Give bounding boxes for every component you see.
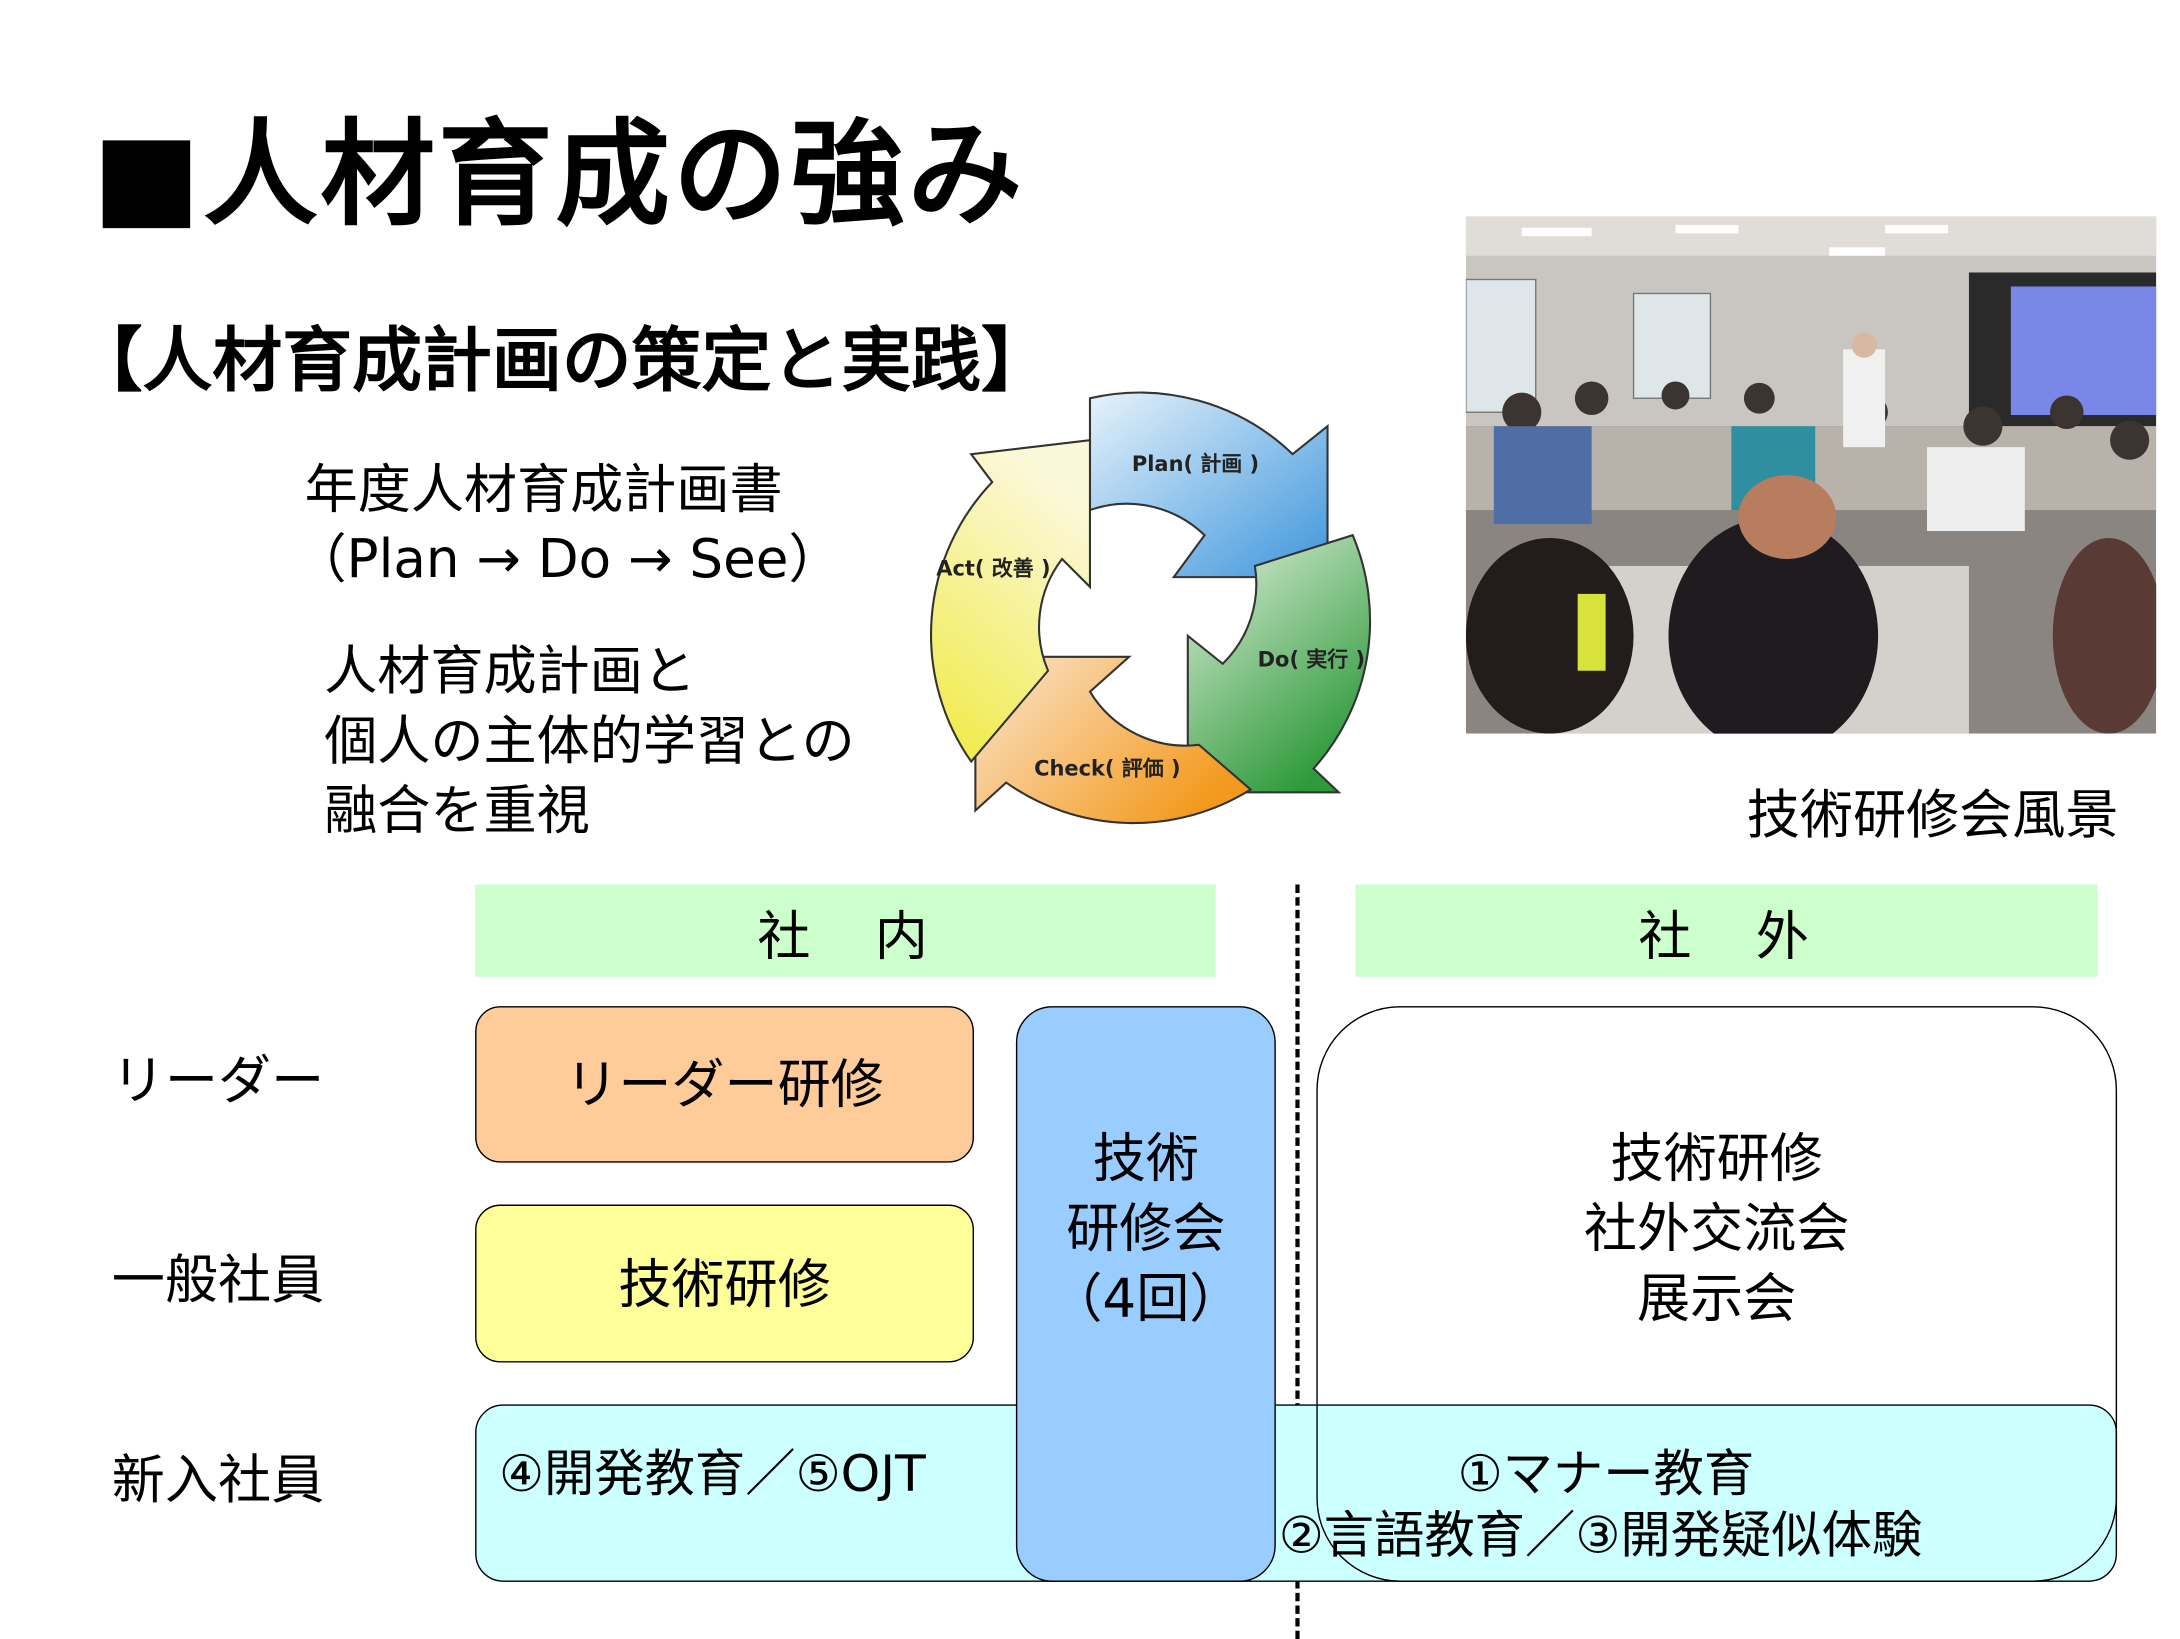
slide-title: ■人材育成の強み <box>92 108 1025 242</box>
plan-doc-line: （Plan → Do → See） <box>293 528 842 590</box>
divider-line <box>1295 884 1300 1639</box>
do-arrow <box>1186 533 1372 794</box>
new-external-text-1: ①マナー教育 <box>1457 1446 1755 1504</box>
tech-meeting-line: 研修会 <box>1066 1197 1226 1260</box>
external-box: 技術研修 社外交流会 展示会 <box>1316 1006 2118 1582</box>
tech-meeting-line: 技術 <box>1092 1127 1199 1190</box>
row-label-new: 新入社員 <box>111 1449 325 1511</box>
leader-training-box: リーダー研修 <box>475 1006 974 1163</box>
training-photo <box>1465 216 2157 734</box>
pdca-cycle-diagram: Plan( 計画 ) Do( 実行 ) Check( 評価 ) Act( 改善 … <box>929 391 1372 825</box>
slide-subtitle: 【人材育成計画の策定と実践】 <box>72 320 1051 402</box>
photo-caption: 技術研修会風景 <box>1746 783 2119 846</box>
tech-training-box: 技術研修 <box>475 1204 974 1363</box>
check-arrow <box>974 655 1253 825</box>
row-label-leader: リーダー <box>111 1049 325 1111</box>
fusion-line: 人材育成計画と <box>324 640 696 702</box>
tech-meeting-box: 技術 研修会 （4回） <box>1015 1006 1276 1582</box>
header-external: 社 外 <box>1355 884 2098 977</box>
external-line: 技術研修 <box>1610 1127 1823 1190</box>
plan-document-text: 年度人材育成計画書 （Plan → Do → See） <box>293 454 841 594</box>
new-internal-text: ④開発教育／⑤OJT <box>498 1446 926 1504</box>
check-label: Check( 評価 ) <box>1034 757 1181 781</box>
fusion-line: 個人の主体的学習との <box>324 709 855 772</box>
do-label: Do( 実行 ) <box>1258 648 1365 672</box>
external-line: 社外交流会 <box>1583 1197 1850 1260</box>
act-label: Act( 改善 ) <box>936 557 1050 581</box>
plan-arrow <box>1088 391 1329 579</box>
tech-meeting-line: （4回） <box>1049 1267 1243 1329</box>
row-label-general: 一般社員 <box>111 1249 325 1311</box>
act-arrow <box>929 439 1092 764</box>
plan-label: Plan( 計画 ) <box>1132 452 1259 476</box>
plan-doc-line: 年度人材育成計画書 <box>304 458 783 520</box>
external-line: 展示会 <box>1637 1267 1797 1329</box>
fusion-text: 人材育成計画と 個人の主体的学習との 融合を重視 <box>324 636 854 846</box>
fusion-line: 融合を重視 <box>324 779 590 842</box>
header-internal: 社 内 <box>475 884 1216 977</box>
new-employee-box <box>475 1404 2118 1582</box>
